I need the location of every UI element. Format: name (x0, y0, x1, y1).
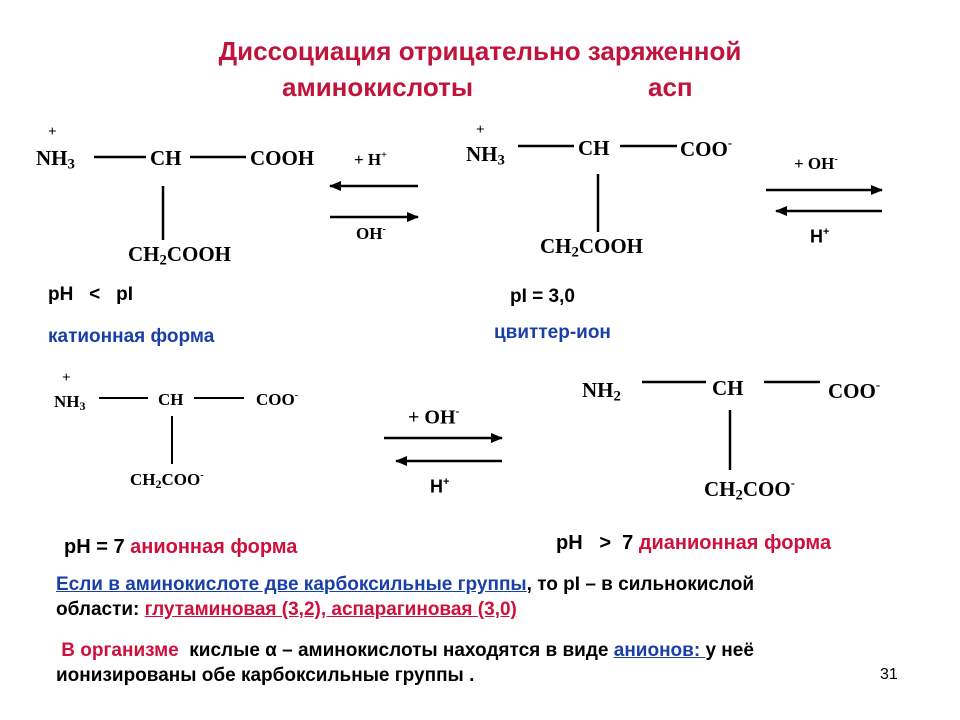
cation-form-label: катионная форма (48, 326, 215, 347)
eq3-top-label: + OH- (408, 404, 460, 429)
zwitter-ch: CH (578, 136, 610, 160)
ph-equals-7: pH = 7 (64, 536, 125, 558)
title-line2-right: асп (648, 72, 693, 102)
dianion-side-chain: CH2COO- (704, 476, 795, 504)
note-organism: В организме кислые α – аминокислоты нахо… (56, 638, 856, 688)
zwitter-plus: + (476, 122, 485, 138)
note2-anions: анионов: (613, 640, 706, 661)
cation-nh3: NH3 (36, 146, 75, 173)
zwitter-side-chain: CH2COOH (540, 234, 644, 261)
title-line1: Диссоциация отрицательно заряженной (218, 36, 742, 66)
eq2-top-label: + OH- (794, 154, 838, 174)
anion-nh3: NH3 (54, 392, 86, 413)
pi-value: pI = 3,0 (510, 286, 575, 307)
note2-red: В организме (56, 640, 184, 661)
anion-ch: CH (158, 390, 184, 409)
anion-side-chain: CH2COO- (130, 470, 204, 492)
note-link[interactable]: Если в аминокислоте две карбоксильные гр… (56, 574, 527, 595)
anion-label-row: pH = 7 анионная форма (64, 536, 297, 559)
note2-end: у неё ионизированы обе карбоксильные гру… (56, 640, 754, 686)
slide-title: Диссоциация отрицательно заряженной (0, 36, 960, 67)
note-examples: глутаминовая (3,2), аспарагиновая (3,0) (144, 599, 517, 620)
anion-form-label: анионная форма (130, 536, 298, 558)
zwitter-coo: COO- (680, 136, 733, 161)
cation-side-chain: CH2COOH (128, 242, 232, 269)
zwitter-ion-label: цвиттер-ион (494, 322, 611, 343)
ph-greater-7: pH > 7 (556, 532, 634, 554)
eq1-bottom-label: OH- (356, 224, 386, 244)
anion-plus: + (62, 370, 71, 386)
anion-coo: COO- (256, 390, 299, 410)
page-number: 31 (880, 666, 898, 683)
dianion-nh2: NH2 (582, 378, 621, 405)
note-mid: , то pI – в сильнокислой области: (56, 574, 755, 620)
cation-cooh: COOH (250, 146, 315, 170)
dianion-form-label: дианионная форма (638, 532, 832, 554)
eq3-bottom-label: H+ (430, 476, 450, 497)
note-two-carboxyl: Если в аминокислоте две карбоксильные гр… (56, 572, 816, 622)
dianion-coo: COO- (828, 378, 881, 403)
ph-less-pi: pH < pI (48, 284, 133, 305)
cation-plus: + (48, 124, 57, 140)
eq1-top-label: + H+ (354, 150, 387, 170)
zwitter-nh3: NH3 (466, 142, 505, 169)
dianion-ch: CH (712, 376, 744, 400)
cation-ch: CH (150, 146, 182, 170)
eq2-bottom-label: H+ (810, 226, 830, 247)
dianion-label-row: pH > 7 дианионная форма (556, 532, 831, 555)
note2-mid: кислые α – аминокислоты находятся в виде (184, 640, 614, 661)
title-line2-left: аминокислоты (282, 72, 474, 102)
